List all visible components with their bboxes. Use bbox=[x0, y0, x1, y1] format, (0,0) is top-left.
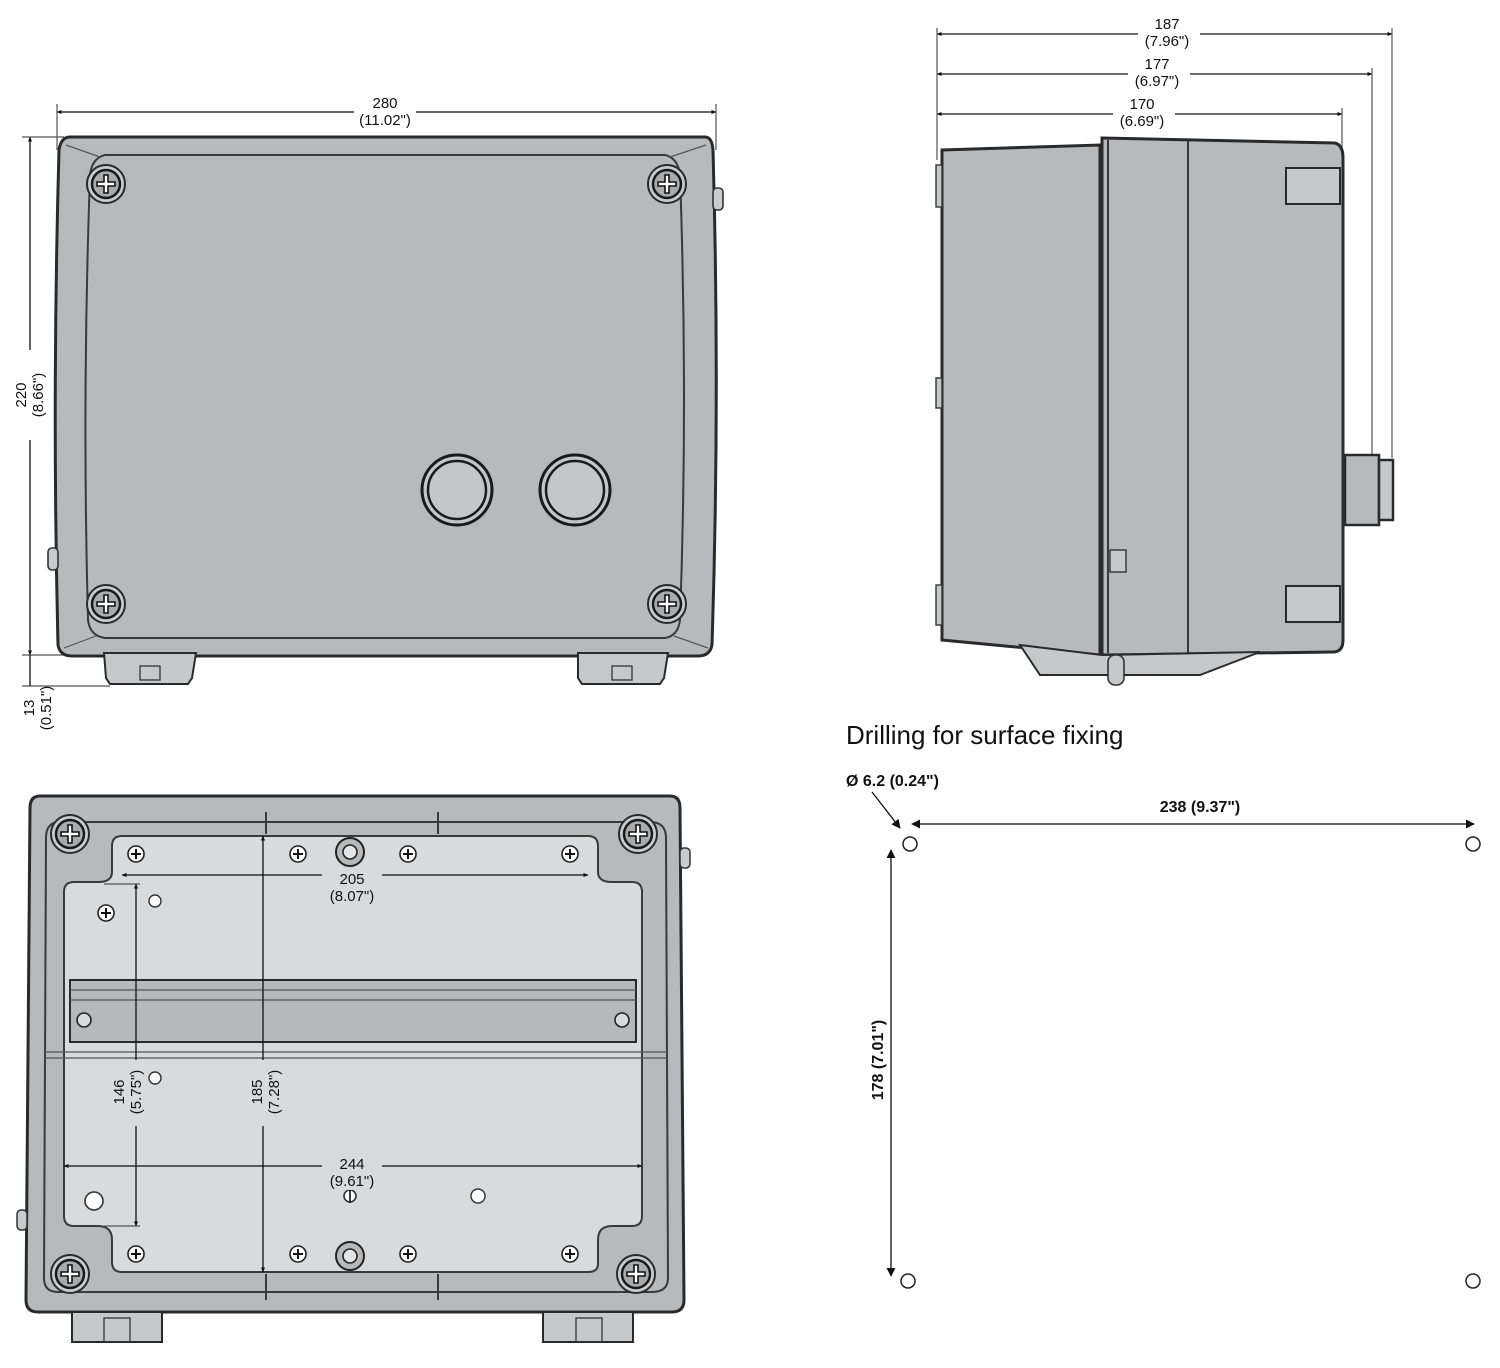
depth-1-label: 187 bbox=[1154, 16, 1179, 33]
depth-2-label: 177 bbox=[1144, 56, 1169, 73]
knockout-icon bbox=[420, 453, 494, 527]
screw-icon bbox=[617, 813, 659, 855]
hole-diameter-label: Ø 6.2 (0.24") bbox=[846, 773, 939, 790]
side-base bbox=[940, 143, 1102, 657]
screw-icon bbox=[49, 1253, 91, 1295]
vertical-spacing-label: 178 (7.01") bbox=[870, 1020, 887, 1101]
top-rail-label: 205 bbox=[339, 871, 364, 888]
front-foot-left bbox=[102, 652, 198, 685]
screw-icon bbox=[85, 163, 127, 205]
drilling-template: Drilling for surface fixing Ø 6.2 (0.24"… bbox=[846, 720, 1481, 1289]
knockout-icon bbox=[538, 453, 612, 527]
bottom-rail-inch: (9.61") bbox=[330, 1173, 375, 1190]
width-label: 280 bbox=[372, 95, 397, 112]
drill-hole bbox=[1465, 836, 1481, 852]
depth-3-label: 170 bbox=[1129, 96, 1154, 113]
screw-icon bbox=[85, 583, 127, 625]
side-view: 187 (7.96") 177 (6.97") 170 (6.69") bbox=[935, 16, 1395, 686]
rear-view: 205 (8.07") 244 (9.61") 146 (5.75") 185 … bbox=[16, 794, 691, 1343]
width-label-inch: (11.02") bbox=[359, 112, 411, 129]
foot-label: 13 bbox=[21, 700, 38, 717]
front-cover-edge bbox=[84, 154, 685, 639]
screw-icon bbox=[646, 583, 688, 625]
foot-label-inch: (0.51") bbox=[38, 686, 55, 731]
center-height-label: 185 bbox=[249, 1079, 266, 1104]
front-housing bbox=[53, 135, 718, 658]
front-view: 280 (11.02") 220 (8.66") 13 (0.51") bbox=[12, 95, 724, 731]
top-rail-inch: (8.07") bbox=[330, 888, 375, 905]
bottom-rail-label: 244 bbox=[339, 1156, 364, 1173]
height-label-inch: (8.66") bbox=[30, 373, 47, 418]
drill-hole bbox=[902, 836, 918, 852]
side-cover bbox=[1100, 136, 1345, 657]
center-height-inch: (7.28") bbox=[266, 1070, 283, 1115]
mounting-plate bbox=[63, 835, 643, 1273]
left-height-label: 146 bbox=[111, 1079, 128, 1104]
depth-3-inch: (6.69") bbox=[1120, 113, 1165, 130]
depth-2-inch: (6.97") bbox=[1135, 73, 1180, 90]
drilling-title: Drilling for surface fixing bbox=[846, 720, 1123, 750]
din-rail bbox=[69, 979, 637, 1043]
screw-icon bbox=[49, 813, 91, 855]
screw-icon bbox=[646, 163, 688, 205]
front-foot-right bbox=[577, 652, 670, 685]
screw-icon bbox=[615, 1253, 657, 1295]
drill-hole bbox=[1465, 1273, 1481, 1289]
left-height-inch: (5.75") bbox=[128, 1070, 145, 1115]
depth-1-inch: (7.96") bbox=[1145, 33, 1190, 50]
horizontal-spacing-label: 238 (9.37") bbox=[1160, 799, 1241, 816]
drill-hole bbox=[900, 1273, 916, 1289]
height-label: 220 bbox=[13, 382, 30, 407]
